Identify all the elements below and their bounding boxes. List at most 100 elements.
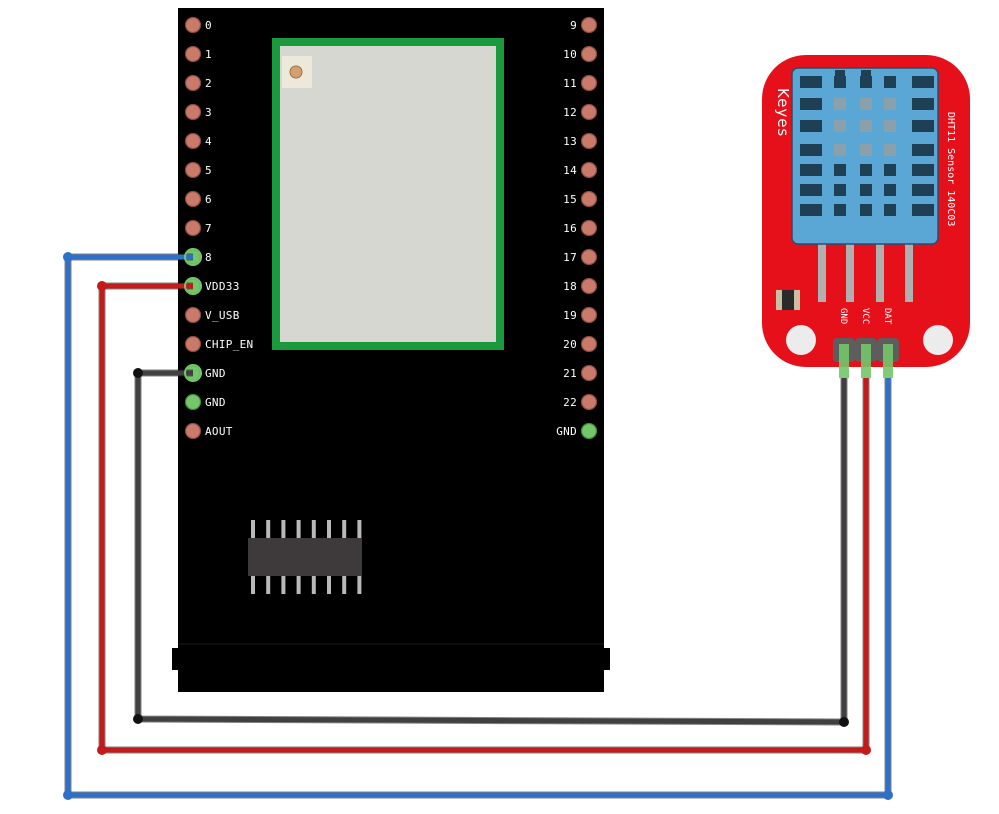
sensor-pin-label-gnd: GND: [838, 308, 848, 324]
pin-label: 16: [563, 222, 577, 235]
left-pin-chip-en-11: CHIP_EN: [184, 335, 253, 353]
grille-slot: [884, 76, 896, 88]
pin-label: CHIP_EN: [205, 338, 253, 351]
chip-leg: [251, 520, 255, 538]
grille-slot: [884, 164, 896, 176]
grille-slot: [800, 144, 822, 156]
pin-pad: [580, 335, 598, 353]
pin-label: 10: [563, 48, 577, 61]
grille-slot: [884, 98, 896, 110]
wire-bendpoint: [133, 714, 143, 724]
sensor-leg-3: [876, 240, 884, 302]
pin-label: 18: [563, 280, 577, 293]
board-tab-left: [172, 648, 184, 670]
sensor-legs: [818, 240, 913, 302]
chip-leg: [357, 520, 362, 538]
right-pin-14-5: 14: [563, 161, 598, 179]
grille-slot: [860, 144, 872, 156]
sensor-pin-vcc: [861, 344, 871, 378]
sensor-pin-gnd: [839, 344, 849, 378]
grille-slot: [884, 204, 896, 216]
wire-endpoint: [184, 364, 202, 382]
wires: [63, 248, 893, 800]
left-pin-6-6: 6: [184, 190, 212, 208]
left-pin-5-5: 5: [184, 161, 212, 179]
grille-slot: [834, 98, 846, 110]
right-pin-16-7: 16: [563, 219, 598, 237]
wire-8-to-dat: [63, 248, 893, 800]
left-pin-v-usb-10: V_USB: [184, 306, 239, 324]
left-pin-7-7: 7: [184, 219, 212, 237]
pin-label: GND: [205, 367, 226, 380]
grille-slot: [834, 184, 846, 196]
pin-pad: [580, 161, 598, 179]
wire-bendpoint: [883, 790, 893, 800]
wire-bendpoint: [63, 252, 73, 262]
pin-label: 19: [563, 309, 577, 322]
pin-pad: [580, 103, 598, 121]
chip-leg: [281, 576, 286, 594]
grille-notch: [835, 70, 845, 88]
chip-leg: [311, 576, 316, 594]
chip-legs-top: [251, 520, 362, 538]
sensor-pin-header: [833, 338, 899, 378]
sensor-leg-2: [846, 240, 854, 302]
pin-label: 21: [563, 367, 577, 380]
wire-bendpoint: [133, 368, 143, 378]
chip-leg: [327, 520, 331, 538]
wire-gnd-to-gnd: [133, 364, 849, 727]
chip-leg: [311, 520, 316, 538]
grille-slot: [860, 98, 872, 110]
sensor-pin-label-dat: DAT: [882, 308, 892, 325]
wire-bendpoint: [861, 745, 871, 755]
antenna-connector-core: [289, 65, 303, 79]
grille-slot: [884, 144, 896, 156]
pin-pad: [184, 16, 202, 34]
wire-bendpoint: [97, 281, 107, 291]
sensor-grille: [800, 70, 934, 216]
right-pin-gnd-14: GND: [556, 422, 598, 440]
pin-pad: [184, 190, 202, 208]
chip-leg: [296, 520, 301, 538]
pin-pad: [580, 422, 598, 440]
pin-pad: [580, 132, 598, 150]
grille-slot: [912, 204, 934, 216]
pin-label: 1: [205, 48, 212, 61]
wire-bendpoint: [63, 790, 73, 800]
grille-slot: [860, 120, 872, 132]
grille-slot: [800, 76, 822, 88]
pin-label: 2: [205, 77, 212, 90]
left-pin-4-4: 4: [184, 132, 212, 150]
pin-pad: [580, 74, 598, 92]
chip-leg: [342, 576, 347, 594]
chip-leg: [281, 520, 286, 538]
left-pin-vdd33-9: VDD33: [184, 277, 239, 295]
grille-slot: [860, 204, 872, 216]
sensor-pin-dat: [883, 344, 893, 378]
pin-pad: [580, 393, 598, 411]
pin-label: GND: [205, 396, 226, 409]
pin-label: 3: [205, 106, 212, 119]
pin-pad: [184, 74, 202, 92]
grille-slot: [834, 204, 846, 216]
pin-label: GND: [556, 425, 577, 438]
right-pin-19-10: 19: [563, 306, 598, 324]
grille-slot: [912, 144, 934, 156]
board-tab-right: [598, 648, 610, 670]
chip-leg: [296, 576, 301, 594]
grille-slot: [912, 164, 934, 176]
pin-pad: [580, 219, 598, 237]
chip-leg: [327, 576, 331, 594]
wire-bendpoint: [839, 717, 849, 727]
grille-slot: [834, 144, 846, 156]
grille-slot: [800, 164, 822, 176]
pin-label: 0: [205, 19, 212, 32]
pin-pad: [184, 393, 202, 411]
right-pin-17-8: 17: [563, 248, 598, 266]
grille-slot: [800, 98, 822, 110]
grille-slot: [912, 120, 934, 132]
